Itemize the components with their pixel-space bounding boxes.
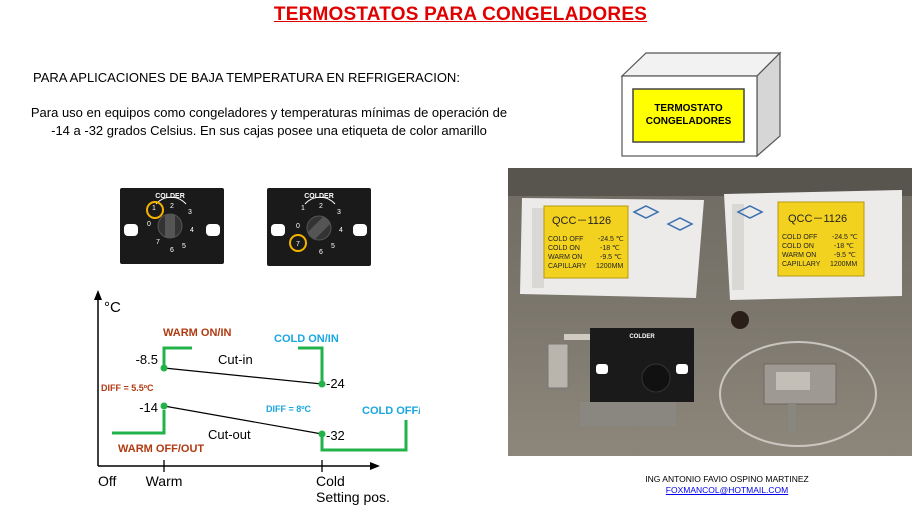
diff-cold-label: DIFF = 8ºC	[266, 404, 312, 414]
svg-text:CAPILLARY: CAPILLARY	[548, 263, 587, 270]
cut-in-label: Cut-in	[218, 352, 253, 367]
svg-text:1: 1	[301, 205, 305, 212]
svg-text:5: 5	[331, 243, 335, 250]
svg-text:3: 3	[337, 209, 341, 216]
svg-text:1: 1	[152, 205, 156, 212]
svg-text:-24.5 ℃: -24.5 ℃	[598, 236, 624, 243]
label1-model: QCC－1126	[552, 215, 611, 227]
svg-text:CAPILLARY: CAPILLARY	[782, 261, 821, 268]
dial-plate-2: COLDER 1 2 3 4 5 6 7 0	[267, 188, 371, 266]
cold-off-step	[320, 420, 408, 452]
warm-on-step	[162, 346, 192, 370]
svg-text:4: 4	[190, 227, 194, 234]
warm-off-label: WARM OFF/OUT	[118, 443, 204, 455]
warm-off-step	[112, 410, 166, 435]
svg-text:6: 6	[319, 249, 323, 256]
svg-text:COLDER: COLDER	[304, 193, 334, 200]
thermostat-graph: °C WARM ON/IN COLD ON/IN COLD OFF/OUT WA…	[94, 290, 420, 505]
svg-text:7: 7	[156, 239, 160, 246]
svg-text:-18 ℃: -18 ℃	[834, 243, 854, 250]
svg-text:-24.5 ℃: -24.5 ℃	[832, 234, 858, 241]
subtitle: PARA APLICACIONES DE BAJA TEMPERATURA EN…	[33, 70, 460, 85]
svg-text:1200MM: 1200MM	[830, 261, 857, 268]
label2-model: QCC－1126	[788, 213, 847, 225]
val-cold-in: -24	[326, 376, 345, 391]
svg-text:1200MM: 1200MM	[596, 263, 623, 270]
svg-text:COLD OFF: COLD OFF	[782, 234, 817, 241]
dial-plate-1: COLDER 1 2 3 4 5 6 7 0	[120, 188, 224, 264]
svg-text:COLD ON: COLD ON	[548, 245, 580, 252]
val-warm-in: -8.5	[136, 352, 158, 367]
svg-text:-9.5 ℃: -9.5 ℃	[600, 254, 622, 261]
x-label-cold: Cold	[316, 473, 345, 489]
diff-warm-label: DIFF = 5.5ºC	[101, 383, 154, 393]
x-label-off: Off	[98, 473, 117, 489]
cold-on-step	[298, 346, 324, 384]
yellow-label-1	[543, 205, 629, 279]
val-cold-out: -32	[326, 428, 345, 443]
y-unit: °C	[104, 299, 121, 316]
val-warm-out: -14	[139, 400, 158, 415]
dial-colder-label: COLDER	[155, 193, 185, 200]
cut-out-line	[163, 405, 323, 435]
cut-out-label: Cut-out	[208, 427, 251, 442]
page-title: TERMOSTATOS PARA CONGELADORES	[273, 4, 648, 25]
highlight-circle	[146, 201, 164, 219]
credit-block: ING ANTONIO FAVIO OSPINO MARTINEZ FOXMAN…	[597, 474, 857, 496]
cut-in-line	[163, 367, 323, 385]
svg-text:-9.5 ℃: -9.5 ℃	[834, 252, 856, 259]
svg-text:7: 7	[296, 241, 300, 248]
svg-text:WARM ON: WARM ON	[782, 252, 816, 259]
box-label-line1: TERMOSTATO	[654, 103, 723, 114]
svg-text:0: 0	[296, 223, 300, 230]
yellow-label-2	[777, 201, 865, 277]
svg-text:COLD ON: COLD ON	[782, 243, 814, 250]
svg-text:WARM ON: WARM ON	[548, 254, 582, 261]
svg-text:2: 2	[170, 203, 174, 210]
product-photo: QCC－1126 COLD OFF -24.5 ℃ COLD ON -18 ℃ …	[508, 168, 912, 456]
svg-text:0: 0	[147, 221, 151, 228]
svg-text:-18 ℃: -18 ℃	[600, 245, 620, 252]
svg-text:COLD OFF: COLD OFF	[548, 236, 583, 243]
highlight-circle	[289, 234, 307, 252]
warm-on-label: WARM ON/IN	[163, 327, 231, 339]
svg-text:3: 3	[188, 209, 192, 216]
box-label-line2: CONGELADORES	[646, 116, 732, 127]
svg-text:2: 2	[319, 203, 323, 210]
author-email-link[interactable]: FOXMANCOL@HOTMAIL.COM	[665, 485, 789, 495]
svg-text:COLDER: COLDER	[629, 334, 655, 340]
description: Para uso en equipos como congeladores y …	[30, 105, 508, 138]
cold-on-label: COLD ON/IN	[274, 333, 339, 345]
svg-text:4: 4	[339, 227, 343, 234]
cold-off-label: COLD OFF/OUT	[362, 405, 420, 417]
thermostat-box-illustration: TERMOSTATO CONGELADORES	[620, 51, 782, 158]
x-label-setting: Setting pos.	[316, 489, 390, 505]
x-label-warm: Warm	[146, 473, 183, 489]
svg-text:6: 6	[170, 247, 174, 254]
svg-text:5: 5	[182, 243, 186, 250]
author-name: ING ANTONIO FAVIO OSPINO MARTINEZ	[645, 474, 809, 484]
photo-dial-plate	[590, 328, 694, 402]
